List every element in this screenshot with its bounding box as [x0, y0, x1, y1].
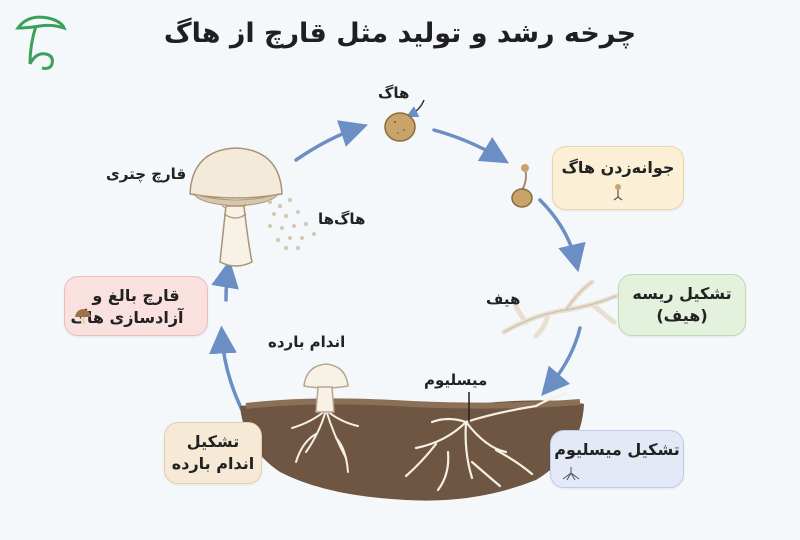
card-fruiting-body-formation: تشکیل اندام بارده	[164, 422, 262, 484]
arrow-germination-to-hypha	[538, 198, 586, 273]
card-mycelium-formation-text: تشکیل میسلیوم	[554, 440, 680, 459]
mushroom-logo-icon	[15, 15, 67, 70]
card-mature-release: قارچ بالغ و آزادسازی هاگ	[64, 276, 208, 336]
released-spores-dots	[268, 198, 316, 250]
umbrella-mushroom-illustration	[189, 147, 283, 267]
card-spore-germination: جوانه‌زدن هاگ	[552, 146, 684, 210]
arrow-fruiting-to-mature	[208, 325, 244, 412]
umbrella-mushroom-label: قارچ چتری	[106, 165, 187, 183]
fruiting-body-illustration	[303, 363, 349, 413]
page-title: چرخه رشد و تولید مثل قارچ از هاگ	[163, 18, 637, 49]
spore-illustration	[384, 112, 416, 142]
fruiting-body-label: اندام بارده	[268, 333, 346, 351]
hypha-label: هیف	[486, 290, 521, 308]
card-hypha-formation-line1: تشکیل ریسه	[632, 284, 732, 303]
spore-pointer-arrow	[405, 99, 425, 118]
germinating-spore-icon	[613, 184, 623, 201]
germinating-spore-illustration	[511, 164, 533, 208]
card-fruiting-body-formation-line1: تشکیل	[186, 432, 240, 451]
card-mature-release-line2: آزادسازی هاگ	[70, 308, 184, 327]
mycelium-pointer-line	[468, 392, 470, 422]
mycelium-label: میسلیوم	[424, 371, 488, 389]
card-mycelium-formation: تشکیل میسلیوم	[550, 430, 684, 488]
mycelium-network-icon	[562, 467, 580, 481]
soil-illustration	[240, 392, 584, 501]
spore-label: هاگ	[378, 84, 410, 102]
spores-label: هاگ‌ها	[318, 210, 366, 228]
hypha-illustration	[501, 279, 619, 339]
card-mature-release-line1: قارچ بالغ و	[92, 286, 180, 305]
arrow-hypha-to-mycelium	[541, 326, 582, 396]
arrow-mushroom-to-spore	[294, 120, 368, 162]
arrow-spore-to-germination	[432, 128, 510, 164]
mushroom-icon	[75, 309, 91, 324]
mycelium-network	[404, 392, 568, 492]
card-hypha-formation-line2: (هیف)	[656, 306, 708, 325]
card-spore-germination-text: جوانه‌زدن هاگ	[561, 158, 675, 177]
card-fruiting-body-formation-line2: اندام بارده	[171, 454, 255, 473]
card-hypha-formation: تشکیل ریسه (هیف)	[618, 274, 746, 336]
arrow-mature-to-mushroom	[211, 259, 239, 302]
